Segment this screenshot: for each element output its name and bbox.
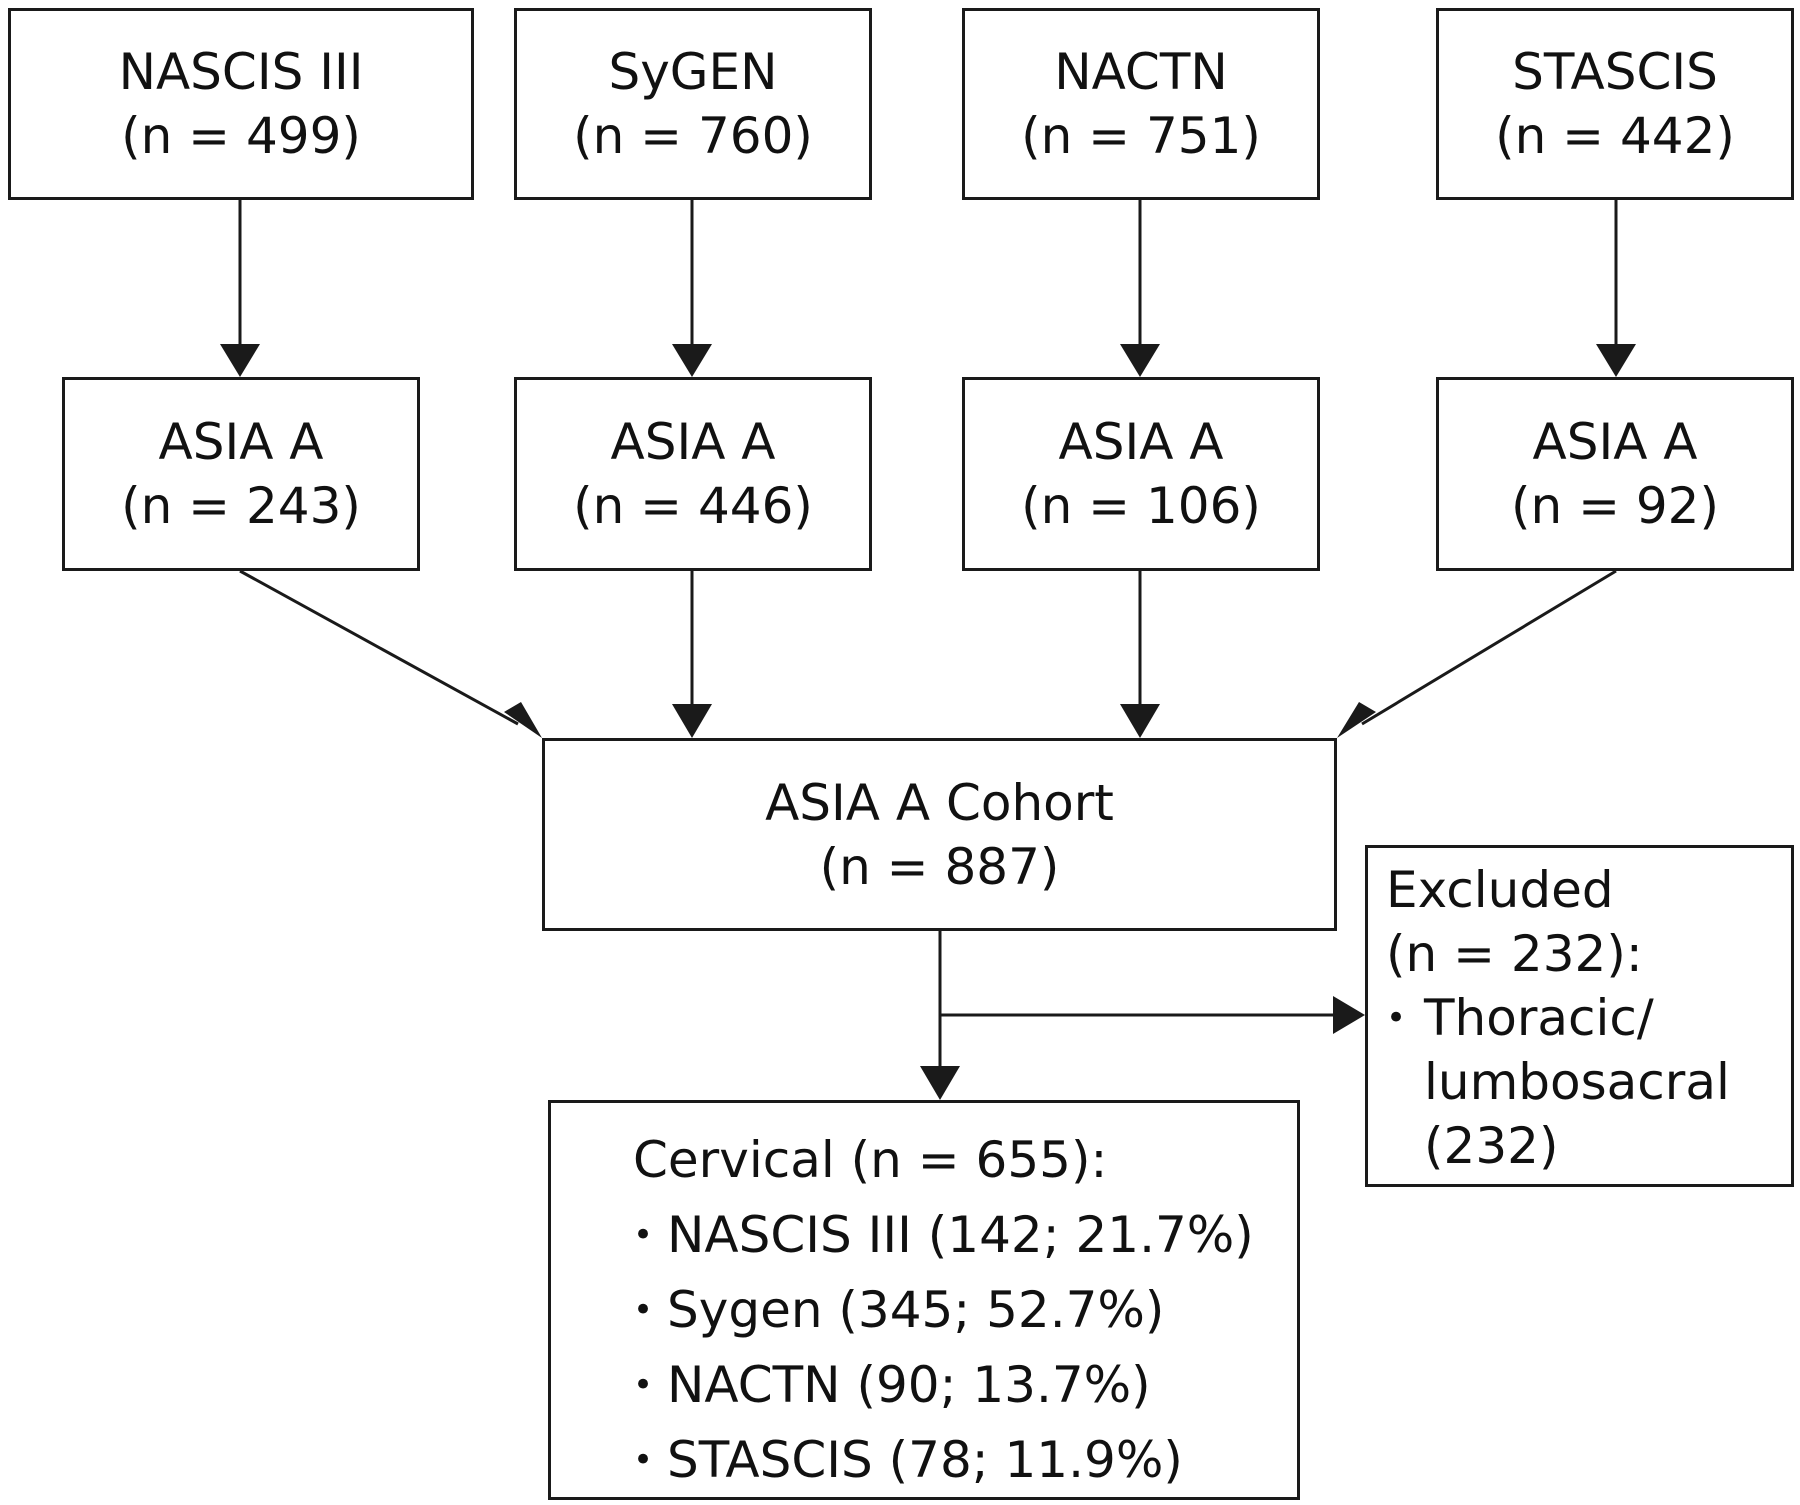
cervical-list-item: • STASCIS (78; 11.9%) — [633, 1423, 1183, 1498]
asia-box-nascis: ASIA A (n = 243) — [62, 377, 420, 571]
excluded-item: • Thoracic/ lumbosacral (232) — [1386, 986, 1730, 1178]
cervical-item-text: Sygen (345; 52.7%) — [667, 1281, 1165, 1339]
asia-box-nactn: ASIA A (n = 106) — [962, 377, 1320, 571]
asia-count: (n = 243) — [121, 477, 361, 535]
arrowhead-asia-nactn — [1120, 704, 1160, 738]
excluded-item-line: (232) — [1424, 1117, 1559, 1175]
asia-count: (n = 446) — [573, 477, 813, 535]
cohort-box: ASIA A Cohort (n = 887) — [542, 738, 1337, 931]
excluded-item-line: Thoracic/ — [1424, 989, 1654, 1047]
asia-label: ASIA A — [610, 413, 776, 471]
cervical-list-item: • NACTN (90; 13.7%) — [633, 1348, 1151, 1423]
asia-count: (n = 106) — [1021, 477, 1261, 535]
bullet-icon: • — [633, 1215, 654, 1255]
arrowhead-asia-stascis — [1337, 702, 1376, 738]
cervical-title: Cervical (n = 655): — [633, 1131, 1108, 1189]
arrowhead-cervical — [920, 1066, 960, 1100]
source-box-sygen: SyGEN (n = 760) — [514, 8, 872, 200]
asia-box-stascis: ASIA A (n = 92) — [1436, 377, 1794, 571]
cervical-list-item: • Sygen (345; 52.7%) — [633, 1273, 1164, 1348]
bullet-icon: • — [633, 1365, 654, 1405]
asia-box-sygen: ASIA A (n = 446) — [514, 377, 872, 571]
arrowhead-nascis — [220, 344, 260, 377]
cervical-item-text: STASCIS (78; 11.9%) — [667, 1431, 1183, 1489]
excluded-title: Excluded — [1386, 861, 1614, 919]
excluded-item-text: Thoracic/ lumbosacral (232) — [1424, 986, 1730, 1178]
cervical-item-text: NACTN (90; 13.7%) — [667, 1356, 1151, 1414]
arrowhead-sygen — [672, 344, 712, 377]
source-name: SyGEN — [608, 43, 778, 101]
arrowhead-excluded — [1333, 996, 1365, 1034]
asia-label: ASIA A — [1058, 413, 1224, 471]
excluded-count: (n = 232): — [1386, 925, 1643, 983]
source-box-nactn: NACTN (n = 751) — [962, 8, 1320, 200]
cervical-box: Cervical (n = 655): • NASCIS III (142; 2… — [548, 1100, 1300, 1500]
bullet-icon: • — [633, 1290, 654, 1330]
source-count: (n = 442) — [1495, 107, 1735, 165]
bullet-icon: • — [633, 1440, 654, 1480]
arrowhead-asia-nascis — [504, 702, 542, 738]
source-count: (n = 760) — [573, 107, 813, 165]
arrowhead-stascis — [1596, 344, 1636, 377]
source-name: NACTN — [1054, 43, 1228, 101]
asia-count: (n = 92) — [1510, 477, 1719, 535]
arrowhead-asia-sygen — [672, 704, 712, 738]
source-count: (n = 499) — [121, 107, 361, 165]
bullet-icon: • — [1386, 998, 1407, 1038]
source-box-nascis: NASCIS III (n = 499) — [8, 8, 474, 200]
cohort-count: (n = 887) — [819, 837, 1060, 896]
cohort-label: ASIA A Cohort — [765, 773, 1114, 832]
source-box-stascis: STASCIS (n = 442) — [1436, 8, 1794, 200]
excluded-item-line: lumbosacral — [1424, 1053, 1730, 1111]
source-count: (n = 751) — [1021, 107, 1261, 165]
asia-label: ASIA A — [158, 413, 324, 471]
excluded-box: Excluded (n = 232): • Thoracic/ lumbosac… — [1365, 845, 1794, 1187]
asia-label: ASIA A — [1532, 413, 1698, 471]
source-name: STASCIS — [1512, 43, 1718, 101]
cervical-list-item: • NASCIS III (142; 21.7%) — [633, 1198, 1254, 1273]
arrow-asia-nascis-to-cohort — [239, 569, 519, 726]
source-name: NASCIS III — [118, 43, 364, 101]
arrowhead-nactn — [1120, 344, 1160, 377]
arrow-asia-stascis-to-cohort — [1361, 569, 1617, 726]
cervical-item-text: NASCIS III (142; 21.7%) — [667, 1206, 1254, 1264]
